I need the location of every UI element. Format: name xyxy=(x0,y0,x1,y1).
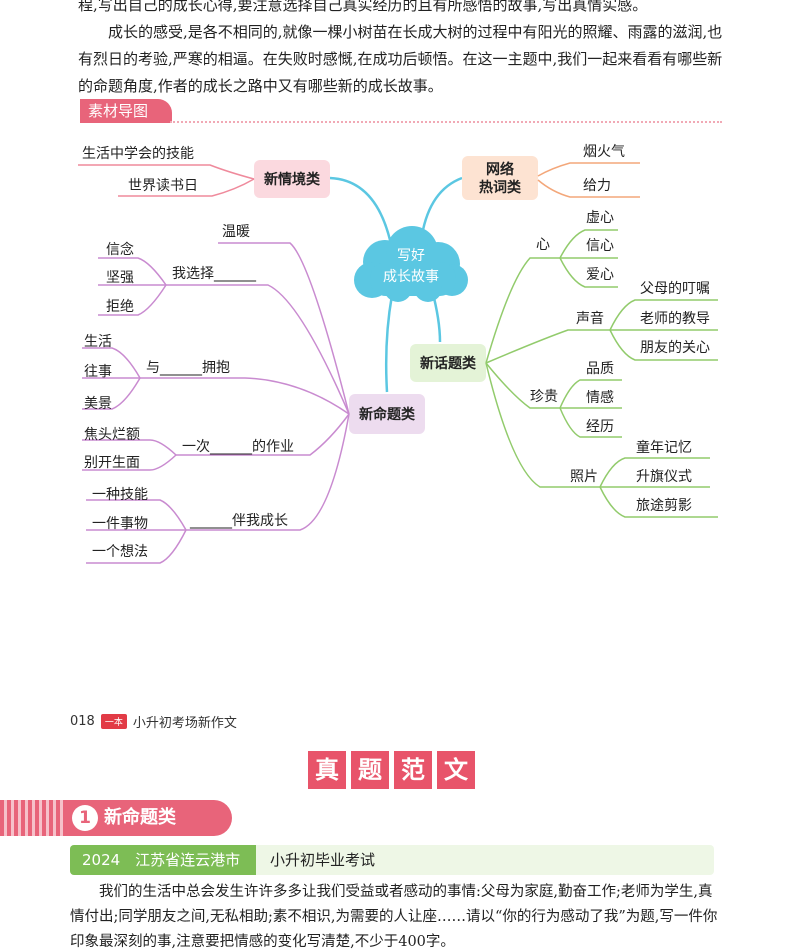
topic-photo-2: 升旗仪式 xyxy=(636,469,692,485)
proposition-homework-1: 焦头烂额 xyxy=(84,427,140,443)
node-new-proposition: 新命题类 xyxy=(359,406,416,423)
category-label: 新命题类 xyxy=(104,807,176,828)
proposition-embrace-1: 生活 xyxy=(84,334,112,350)
proposition-choose-3: 拒绝 xyxy=(106,299,134,315)
node-new-topic-box xyxy=(410,344,486,382)
proposition-embrace: 与______拥抱 xyxy=(146,360,230,376)
title-char-4: 文 xyxy=(437,751,475,789)
exam-prompt-text: 我们的生活中总会发生许许多多让我们受益或者感动的事情:父母为家庭,勤奋工作;老师… xyxy=(70,884,718,950)
exam-year-place: 2024 江苏省连云港市 xyxy=(70,845,256,875)
proposition-choose-2: 坚强 xyxy=(106,270,134,286)
proposition-grow: ______伴我成长 xyxy=(189,513,288,529)
topic-heart-1: 虚心 xyxy=(586,210,614,226)
center-cloud-icon xyxy=(354,226,468,302)
proposition-embrace-2: 往事 xyxy=(84,364,112,380)
node-new-topic: 新话题类 xyxy=(420,355,477,372)
topic-voice-1: 父母的叮嘱 xyxy=(640,281,710,297)
category-number: 1 xyxy=(72,805,98,831)
proposition-warm: 温暖 xyxy=(222,224,250,240)
proposition-branches xyxy=(82,242,350,564)
center-title-line-2: 成长故事 xyxy=(383,269,439,285)
proposition-grow-3: 一个想法 xyxy=(92,544,148,560)
intro-text: 程,写出自己的成长心得,要注意选择自己真实经历的且有所感悟的故事,写出真情实感。… xyxy=(78,0,728,100)
topic-heart-2: 信心 xyxy=(586,238,614,254)
network-item-1: 烟火气 xyxy=(583,144,625,160)
book-title: 小升初考场新作文 xyxy=(132,716,237,731)
proposition-embrace-3: 美景 xyxy=(84,396,112,412)
proposition-choose-1: 信念 xyxy=(106,241,134,258)
title-char-3: 范 xyxy=(394,751,432,789)
situation-branches xyxy=(78,164,255,197)
topic-voice-3: 朋友的关心 xyxy=(640,340,710,356)
situation-item-2: 世界读书日 xyxy=(128,177,198,194)
node-network-box xyxy=(462,156,538,200)
banner-stripes xyxy=(0,800,64,836)
topic-heart-3: 爱心 xyxy=(586,267,614,283)
page-footer: 018 一本 小升初考场新作文 xyxy=(70,712,237,731)
node-network-line-1: 网络 xyxy=(486,161,514,178)
exam-info-bar: 2024 江苏省连云港市 小升初毕业考试 xyxy=(70,845,714,875)
title-char-1: 真 xyxy=(308,751,346,789)
topic-branches xyxy=(485,229,718,518)
exam-prompt: 我们的生活中总会发生许许多多让我们受益或者感动的事情:父母为家庭,勤奋工作;老师… xyxy=(70,880,718,952)
topic-treasure-3: 经历 xyxy=(586,419,614,435)
topic-group-photo: 照片 xyxy=(570,469,598,485)
topic-group-treasure: 珍贵 xyxy=(530,389,558,405)
center-connectors xyxy=(329,176,463,393)
topic-treasure-1: 品质 xyxy=(586,361,614,377)
page-number: 018 xyxy=(70,714,95,729)
category-banner: 1 新命题类 xyxy=(0,800,232,836)
topic-photo-3: 旅途剪影 xyxy=(636,497,692,514)
topic-voice-2: 老师的教导 xyxy=(640,311,710,327)
center-title-line-1: 写好 xyxy=(397,248,425,264)
node-network-line-2: 热词类 xyxy=(479,179,522,196)
proposition-grow-1: 一种技能 xyxy=(92,487,148,503)
intro-paragraph-2: 成长的感受,是各不相同的,就像一棵小树苗在长成大树的过程中有阳光的照耀、雨露的滋… xyxy=(78,23,723,95)
situation-item-1: 生活中学会的技能 xyxy=(82,146,194,162)
network-item-2: 给力 xyxy=(583,178,611,194)
topic-group-heart: 心 xyxy=(536,237,550,253)
exam-type: 小升初毕业考试 xyxy=(270,851,376,869)
topic-photo-1: 童年记忆 xyxy=(636,439,692,456)
proposition-grow-2: 一件事物 xyxy=(92,516,148,532)
node-new-situation: 新情境类 xyxy=(264,171,321,188)
section-divider xyxy=(170,121,722,123)
proposition-choose: 我选择______ xyxy=(172,266,257,282)
intro-line-1: 程,写出自己的成长心得,要注意选择自己真实经历的且有所感悟的故事,写出真情实感。 xyxy=(78,0,648,14)
network-branches xyxy=(537,162,640,198)
section-tag: 素材导图 xyxy=(80,99,173,123)
topic-group-voice: 声音 xyxy=(576,310,604,327)
topic-treasure-2: 情感 xyxy=(586,389,614,406)
node-new-situation-box xyxy=(254,160,330,198)
brand-badge: 一本 xyxy=(100,714,127,729)
title-char-2: 题 xyxy=(351,751,389,789)
proposition-homework: 一次______的作业 xyxy=(182,439,294,455)
mind-map: 写好 成长故事 新情境类 网络 热词类 新话题类 新命题类 生活中学会的技能 世… xyxy=(78,144,718,564)
proposition-homework-2: 别开生面 xyxy=(84,455,140,471)
section-title: 真 题 范 文 xyxy=(308,751,475,789)
node-new-proposition-box xyxy=(349,394,425,434)
